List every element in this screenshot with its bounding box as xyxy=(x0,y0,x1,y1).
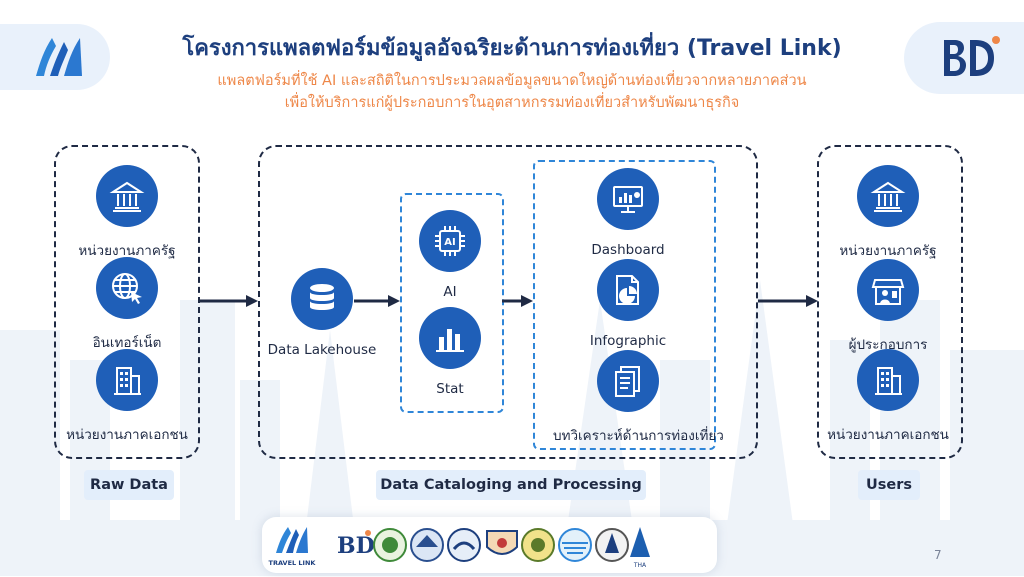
outputs-container xyxy=(533,160,716,450)
infographic-label: Infographic xyxy=(589,333,667,349)
raw-data-section-label: Raw Data xyxy=(84,470,174,500)
arrow-processing-to-users xyxy=(758,295,818,307)
processing-container xyxy=(258,145,758,459)
svg-text:AI: AI xyxy=(444,237,455,248)
infographic-icon xyxy=(597,259,659,321)
dashboard-icon xyxy=(597,168,659,230)
users-private: หน่วยงานภาคเอกชน xyxy=(813,349,963,445)
travel-link-footer-logo-icon xyxy=(276,527,308,553)
bdi-logo-panel xyxy=(904,22,1024,94)
bar-chart-icon xyxy=(419,307,481,369)
svg-text:BD: BD xyxy=(337,533,375,559)
stat-node: Stat xyxy=(375,307,525,397)
dashboard-label: Dashboard xyxy=(591,242,665,258)
raw-data-government-label: หน่วยงานภาครัฐ xyxy=(78,243,176,259)
partner-seal-7-icon xyxy=(595,528,629,562)
infographic-node: Infographic xyxy=(553,259,703,349)
page-title: โครงการแพลตฟอร์มข้อมูลอัจฉริยะด้านการท่อ… xyxy=(182,36,842,61)
tourism-analysis-node: บทวิเคราะห์ด้านการท่องเที่ยว xyxy=(553,350,724,446)
partner-seal-2-icon xyxy=(410,528,444,562)
ai-node: AI AI xyxy=(375,210,525,300)
partner-seal-1-icon xyxy=(373,528,407,562)
users-section-label: Users xyxy=(858,470,920,500)
raw-data-internet: อินเทอร์เน็ต xyxy=(52,257,202,353)
document-icon xyxy=(597,350,659,412)
arrow-lakehouse-to-analytics xyxy=(354,295,400,307)
database-icon xyxy=(291,268,353,330)
users-container xyxy=(817,145,963,459)
bdi-footer-logo-icon: BD xyxy=(337,530,375,559)
partner-seal-4-icon xyxy=(486,530,518,555)
partner-logo-bar: TRAVEL LINK BD THA xyxy=(262,517,717,573)
partner-seal-6-icon xyxy=(558,528,592,562)
page-number: 7 xyxy=(934,548,942,562)
partner-seal-3-icon xyxy=(447,528,481,562)
government-building-icon xyxy=(96,165,158,227)
ai-chip-icon: AI xyxy=(419,210,481,272)
travel-link-logo-panel xyxy=(0,24,110,90)
data-lakehouse-node: Data Lakehouse xyxy=(247,268,397,358)
office-building-icon xyxy=(96,349,158,411)
arrow-analytics-to-outputs xyxy=(502,295,533,307)
travel-link-logo-icon xyxy=(36,38,82,76)
arrow-raw-to-lakehouse xyxy=(198,295,258,307)
stat-label: Stat xyxy=(436,381,464,397)
users-entrepreneur: ผู้ประกอบการ xyxy=(813,259,963,355)
bdi-logo-icon xyxy=(944,36,1000,76)
subtitle-line-2: เพื่อให้บริการแก่ผู้ประกอบการในอุตสาหกรร… xyxy=(284,95,740,111)
raw-data-private-label: หน่วยงานภาคเอกชน xyxy=(66,427,188,443)
storefront-icon xyxy=(857,259,919,321)
raw-data-private: หน่วยงานภาคเอกชน xyxy=(52,349,202,445)
globe-cursor-icon xyxy=(96,257,158,319)
users-entrepreneur-label: ผู้ประกอบการ xyxy=(848,337,928,353)
data-lakehouse-label: Data Lakehouse xyxy=(267,342,377,358)
svg-text:THA: THA xyxy=(633,562,647,569)
users-government-label: หน่วยงานภาครัฐ xyxy=(839,243,937,259)
raw-data-government: หน่วยงานภาครัฐ xyxy=(52,165,202,261)
users-private-label: หน่วยงานภาคเอกชน xyxy=(827,427,949,443)
travel-link-caption: TRAVEL LINK xyxy=(269,559,317,567)
partner-logos: TRAVEL LINK BD THA xyxy=(269,527,650,569)
dashboard-node: Dashboard xyxy=(553,168,703,258)
users-government: หน่วยงานภาครัฐ xyxy=(813,165,963,261)
partner-seal-5-icon xyxy=(521,528,555,562)
raw-data-internet-label: อินเทอร์เน็ต xyxy=(92,335,162,351)
government-building-icon xyxy=(857,165,919,227)
partner-seal-8-icon: THA xyxy=(630,527,650,569)
ai-label: AI xyxy=(443,284,457,300)
tourism-analysis-label: บทวิเคราะห์ด้านการท่องเที่ยว xyxy=(553,428,724,444)
subtitle-line-1: แพลตฟอร์มที่ใช้ AI และสถิติในการประมวลผล… xyxy=(217,73,807,89)
office-building-icon xyxy=(857,349,919,411)
analytics-container xyxy=(400,193,504,413)
processing-section-label: Data Cataloging and Processing xyxy=(376,470,646,500)
page-subtitle: แพลตฟอร์มที่ใช้ AI และสถิติในการประมวลผล… xyxy=(150,70,874,114)
